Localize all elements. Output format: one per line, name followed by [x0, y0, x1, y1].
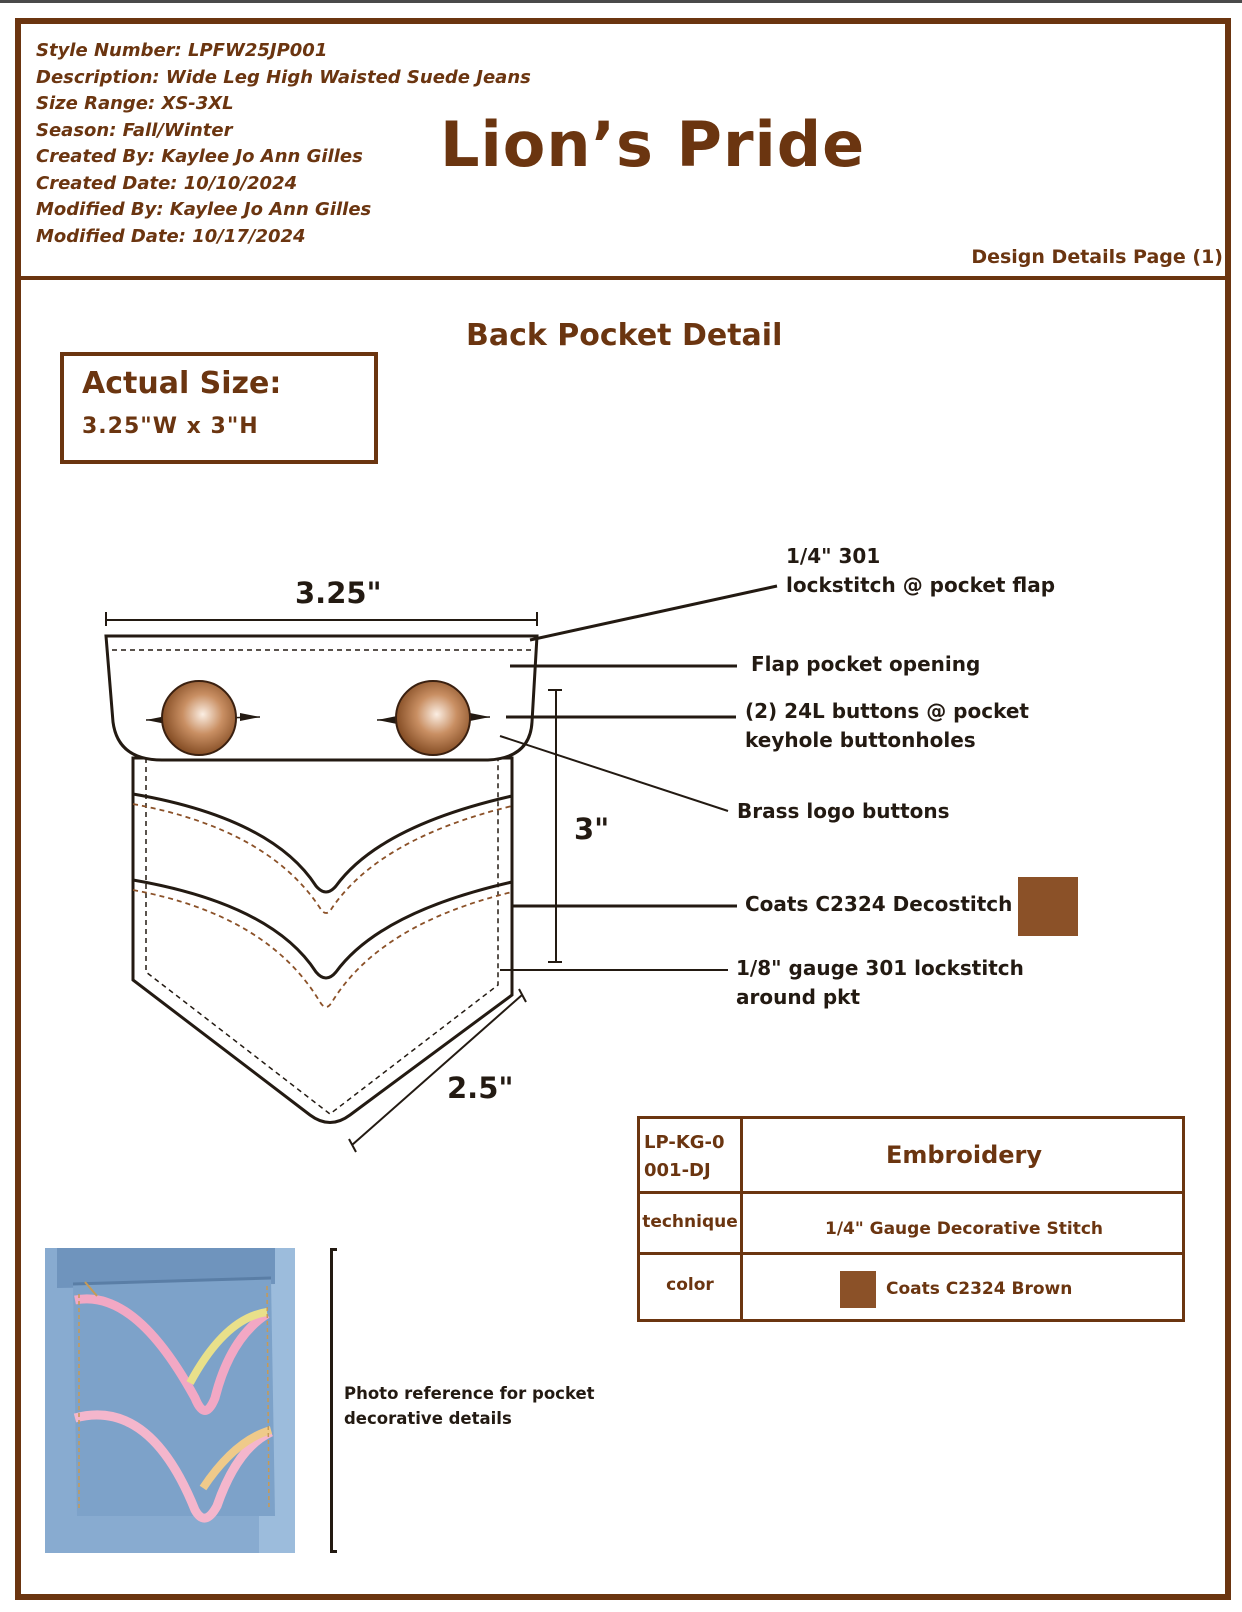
- width-dimension-label: 3.25": [295, 576, 382, 610]
- callout-flap-opening: Flap pocket opening: [751, 652, 981, 676]
- callout-buttons: (2) 24L buttons @ pocket keyhole buttonh…: [745, 699, 1029, 752]
- modified-by: Modified By: Kaylee Jo Ann Gilles: [36, 199, 372, 220]
- callout-gauge-lockstitch: 1/8" gauge 301 lockstitch around pkt: [736, 956, 1024, 1009]
- height-dimension-label: 3": [574, 812, 610, 846]
- actual-size-box: Actual Size: 3.25"W x 3"H: [60, 352, 378, 464]
- technique-label: technique: [642, 1212, 738, 1232]
- page-label: Design Details Page (1): [971, 246, 1223, 268]
- embroidery-code: LP-KG-0001-DJ: [644, 1132, 725, 1181]
- window-top-line: [0, 0, 1242, 3]
- button-left: [145, 680, 261, 756]
- style-number: Style Number: LPFW25JP001: [36, 40, 328, 61]
- table-row-divider: [640, 1252, 1182, 1255]
- technique-value: 1/4" Gauge Decorative Stitch: [824, 1219, 1104, 1239]
- description: Description: Wide Leg High Waisted Suede…: [36, 66, 531, 88]
- width-dimension-line: [105, 612, 538, 626]
- section-title: Back Pocket Detail: [466, 318, 783, 353]
- photo-bracket: [330, 1248, 337, 1553]
- point-dimension-label: 2.5": [447, 1071, 514, 1105]
- color-label: color: [666, 1275, 714, 1295]
- size-range: Size Range: XS-3XL: [36, 93, 234, 114]
- brand-title: Lion’s Pride: [440, 108, 866, 181]
- chevron-decoration-lower: [132, 878, 513, 1008]
- page-frame: [15, 18, 1231, 1600]
- pocket-reference-photo: [45, 1248, 295, 1553]
- color-value: Coats C2324 Brown: [886, 1279, 1073, 1299]
- callout-brass-buttons: Brass logo buttons: [737, 799, 950, 823]
- table-row-divider: [640, 1191, 1182, 1194]
- actual-size-value: 3.25"W x 3"H: [82, 414, 259, 439]
- callout-decostitch: Coats C2324 Decostitch: [745, 892, 1013, 916]
- modified-date: Modified Date: 10/17/2024: [36, 225, 306, 247]
- embroidery-color-swatch: [840, 1271, 876, 1308]
- header-separator: [15, 276, 1231, 280]
- season: Season: Fall/Winter: [36, 119, 233, 141]
- table-column-divider: [740, 1119, 743, 1319]
- callout-flap-lockstitch: 1/4" 301 lockstitch @ pocket flap: [786, 544, 1056, 597]
- reference-photo-image: [45, 1248, 295, 1553]
- pocket-body: [131, 756, 514, 1124]
- height-dimension-line: [548, 689, 562, 963]
- pocket-topstitch: [145, 758, 499, 1115]
- embroidery-title: Embroidery: [885, 1141, 1043, 1169]
- created-date: Created Date: 10/10/2024: [36, 172, 298, 194]
- photo-reference-note: Photo reference for pocket decorative de…: [344, 1384, 595, 1428]
- style-meta-block: Style Number: LPFW25JP001 Description: W…: [36, 38, 531, 250]
- embroidery-spec-table: LP-KG-0001-DJ Embroidery technique 1/4" …: [637, 1116, 1185, 1322]
- point-dimension-line: [348, 988, 527, 1153]
- created-by: Created By: Kaylee Jo Ann Gilles: [36, 146, 363, 167]
- actual-size-title: Actual Size:: [82, 366, 282, 401]
- callout-leader-lines: [499, 584, 778, 971]
- chevron-decoration-upper: [132, 792, 513, 914]
- decostitch-color-swatch: [1018, 877, 1078, 936]
- button-right: [376, 680, 491, 756]
